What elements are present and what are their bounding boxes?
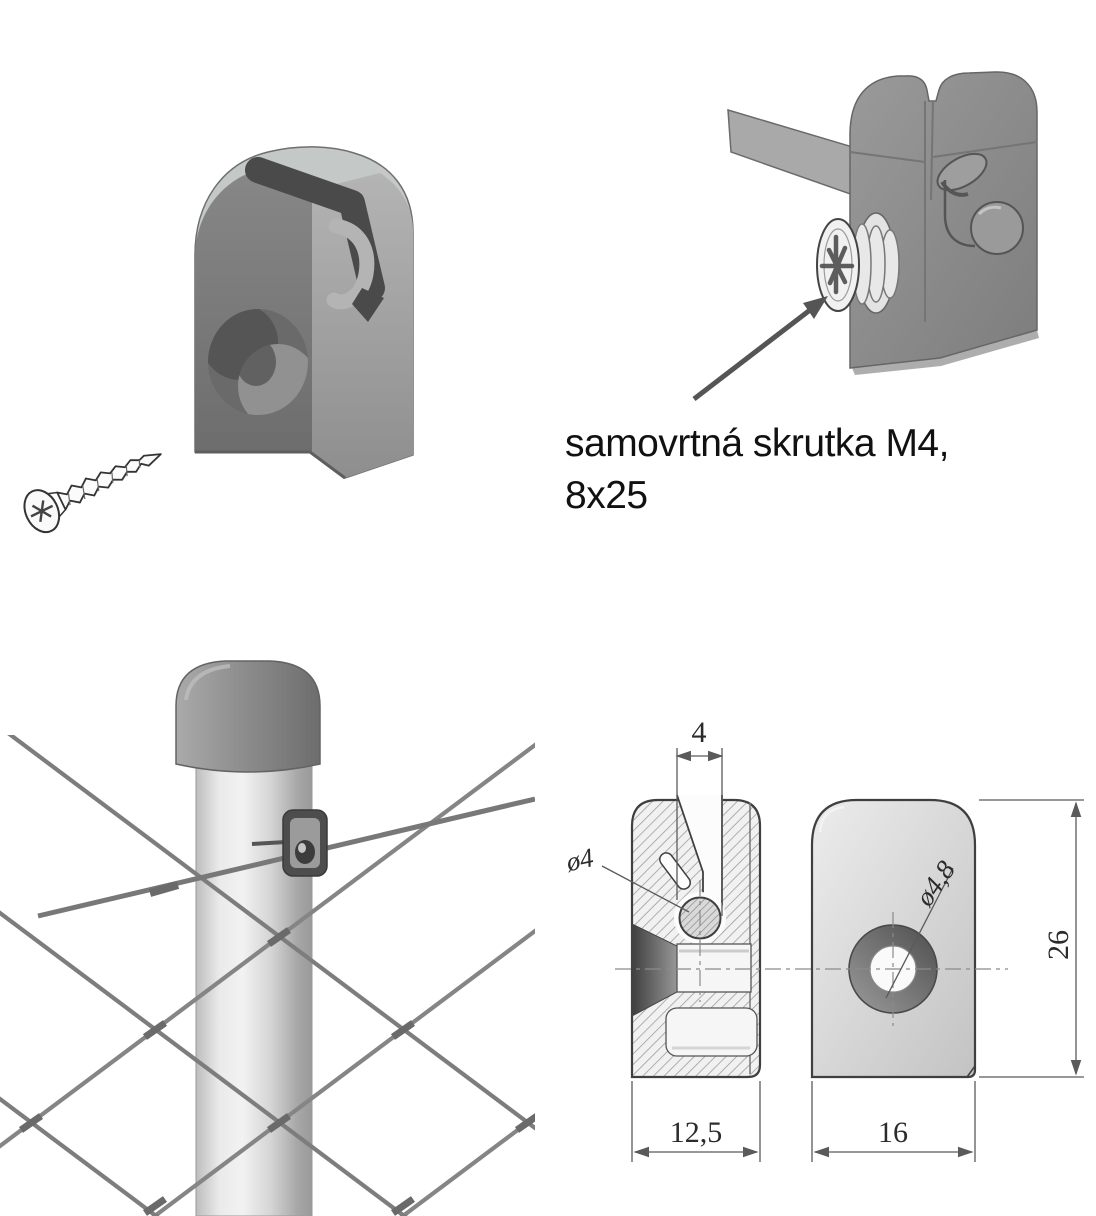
dim-wire-diameter: ø4 [562, 842, 596, 877]
screw-illustration [23, 453, 162, 534]
screw-recess-pozi [819, 234, 855, 295]
chain-link-mesh [0, 735, 535, 1216]
hook-peg [970, 201, 1024, 255]
lower-bore-section [665, 1007, 758, 1057]
screw-caption-line2: 8x25 [565, 474, 648, 517]
dim-width: 16 [878, 1116, 908, 1149]
section-relief-slot [659, 852, 691, 890]
hook-peg-highlight [977, 205, 1002, 216]
mounted-clip-body [849, 71, 1038, 369]
tension-wire-twist [148, 881, 180, 897]
screw-caption-line1: samovrtná skrutka M4, [565, 422, 949, 465]
fence-post-view [0, 660, 535, 1216]
pointer-arrow [692, 296, 828, 401]
dim-slot-width: 4 [692, 716, 707, 749]
clip-hook-notch [352, 288, 384, 322]
post-cap-highlight [184, 664, 231, 701]
post-cap [175, 660, 321, 773]
section-view [630, 794, 762, 1079]
side-view [810, 798, 977, 1079]
section-slot [677, 795, 722, 916]
clip-side-face [312, 173, 413, 478]
technical-drawing: 4 ø4 ø4,8 26 12,5 16 [562, 716, 1084, 1162]
tension-rod [727, 108, 857, 198]
post-clip [251, 809, 328, 877]
clip-bottom-shadow [195, 450, 346, 480]
clip-and-screw-view [23, 146, 414, 534]
clip-hook [326, 218, 375, 310]
hook-body [943, 180, 976, 248]
mounted-clip-view: samovrtná skrutka M4, 8x25 [565, 71, 1039, 517]
wire-twists [18, 927, 535, 1216]
screw-shank [56, 453, 162, 511]
dim-height: 26 [1042, 930, 1075, 960]
dimensions [601, 748, 1084, 1162]
mounted-clip-edges [849, 100, 1038, 322]
hook-opening-shadow [940, 180, 969, 197]
mounted-clip-bottom-shadow [852, 330, 1039, 375]
centerlines [615, 880, 1008, 1026]
hook-opening [936, 152, 988, 192]
dim-depth: 12,5 [670, 1116, 723, 1149]
screw-recess [30, 500, 54, 523]
